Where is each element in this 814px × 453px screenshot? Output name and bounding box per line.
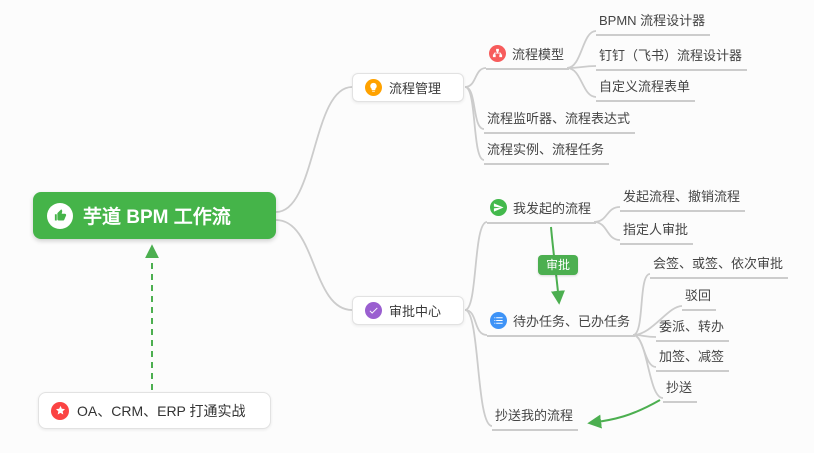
edge-label-text: 审批 [546,258,571,272]
send-icon [490,199,507,216]
node-label: 流程实例、流程任务 [487,142,605,157]
node-process-model[interactable]: 流程模型 [486,42,570,70]
node-label: 钉钉（飞书）流程设计器 [599,48,743,63]
node-designated-approver[interactable]: 指定人审批 [620,217,694,245]
branch-connectors [275,30,683,427]
node-label: 会签、或签、依次审批 [653,256,784,271]
root-label: 芋道 BPM 工作流 [83,207,231,228]
approval-edge-label: 审批 [538,255,579,275]
node-label: 审批中心 [389,304,442,319]
node-delegate-transfer[interactable]: 委派、转办 [656,314,730,342]
node-cc[interactable]: 抄送 [663,375,698,403]
model-icon [489,45,506,62]
thumbs-up-icon [47,202,73,229]
node-countersign[interactable]: 会签、或签、依次审批 [650,251,789,279]
node-dingtalk-feishu-designer[interactable]: 钉钉（飞书）流程设计器 [596,43,748,71]
node-oa-crm-erp-callout[interactable]: OA、CRM、ERP 打通实战 [38,392,271,429]
node-label: 自定义流程表单 [599,79,691,94]
node-label: 加签、减签 [659,349,725,364]
node-label: 委派、转办 [659,319,725,334]
node-label: 抄送 [666,380,693,395]
node-label: BPMN 流程设计器 [599,13,706,28]
node-cc-my-process[interactable]: 抄送我的流程 [492,403,579,431]
approval-check-icon [365,302,382,319]
node-label: 抄送我的流程 [495,408,574,423]
node-label: 驳回 [685,288,712,303]
node-custom-form[interactable]: 自定义流程表单 [596,74,696,102]
star-icon [51,401,69,420]
lightbulb-icon [365,79,382,96]
callout-label: OA、CRM、ERP 打通实战 [77,402,246,419]
node-listener-expression[interactable]: 流程监听器、流程表达式 [484,106,636,134]
node-my-initiated[interactable]: 我发起的流程 [487,196,597,224]
node-process-management[interactable]: 流程管理 [352,73,464,102]
node-todo-done[interactable]: 待办任务、已办任务 [487,309,636,337]
node-root[interactable]: 芋道 BPM 工作流 [33,192,276,239]
node-label: 流程管理 [389,81,442,96]
node-approval-center[interactable]: 审批中心 [352,296,464,325]
node-instance-task[interactable]: 流程实例、流程任务 [484,137,610,165]
node-reject[interactable]: 驳回 [682,283,717,311]
node-label: 流程模型 [512,47,565,62]
node-label: 待办任务、已办任务 [513,314,631,329]
node-label: 我发起的流程 [513,201,592,216]
node-label: 发起流程、撤销流程 [623,189,741,204]
node-bpmn-designer[interactable]: BPMN 流程设计器 [596,8,711,36]
cc-flow-arrow [587,399,661,429]
node-label: 指定人审批 [623,222,689,237]
node-initiate-cancel[interactable]: 发起流程、撤销流程 [620,184,746,212]
node-label: 流程监听器、流程表达式 [487,111,631,126]
node-add-remove-sign[interactable]: 加签、减签 [656,344,730,372]
tasks-icon [490,312,507,329]
